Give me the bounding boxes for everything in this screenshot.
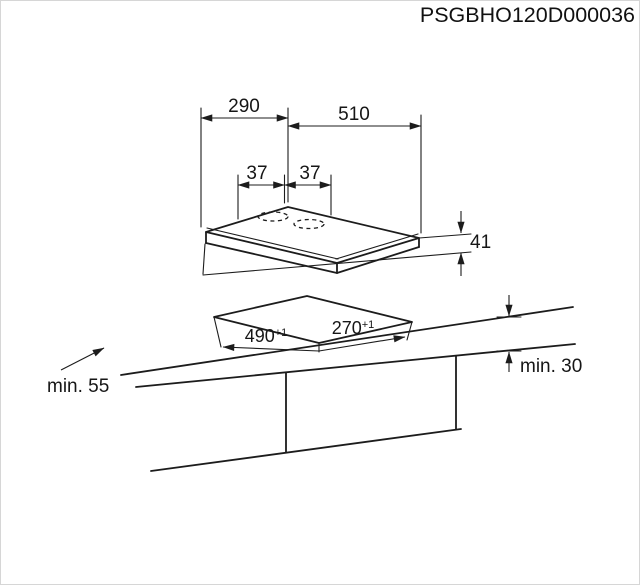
cutout-width-value: 270 — [332, 318, 362, 338]
dim-label-37-right: 37 — [299, 163, 320, 184]
extension-line — [406, 321, 413, 341]
cutout-depth-value: 490 — [245, 326, 275, 346]
product-code: PSGBHO120D000036 — [420, 3, 635, 27]
worktop-front-edge — [120, 306, 574, 376]
dim-label-min-55: min. 55 — [47, 376, 109, 397]
reference-line — [418, 233, 472, 239]
cutout-depth-tolerance: +1 — [275, 327, 288, 339]
burner-mark-right — [293, 218, 325, 230]
reference-line — [202, 251, 472, 276]
dimension-arrow — [60, 347, 105, 371]
dim-label-37-left: 37 — [246, 163, 267, 184]
dim-cutout: 490+1 270+1 — [213, 316, 413, 353]
burner-mark-left — [257, 211, 289, 222]
dimension-line — [222, 343, 320, 352]
dim-label-min-30: min. 30 — [520, 356, 582, 377]
dim-hob-depth: 510 — [287, 104, 422, 234]
dim-burner-offsets: 37 37 — [237, 163, 332, 220]
dim-label-290: 290 — [228, 96, 260, 117]
dim-label-41: 41 — [470, 232, 491, 253]
dim-label-490: 490+1 — [245, 326, 288, 346]
extension-line — [213, 316, 222, 348]
cabinet-base-line — [150, 428, 462, 472]
hob-bottom-edge — [205, 242, 338, 274]
dimension-line — [318, 335, 406, 352]
hob-body-line — [202, 243, 206, 275]
hob-drawing — [202, 206, 420, 275]
dim-hob-width: 290 — [200, 96, 289, 228]
dim-min-front: min. 55 — [47, 347, 109, 397]
hob-glass-edge-line — [335, 233, 419, 260]
hob-glass-edge-line — [206, 227, 339, 260]
dim-min-thickness: min. 30 — [496, 295, 582, 377]
dim-label-510: 510 — [338, 104, 370, 125]
dim-hob-height: 41 — [202, 211, 491, 276]
dim-label-270: 270+1 — [332, 318, 375, 338]
cutout-width-tolerance: +1 — [362, 319, 375, 331]
